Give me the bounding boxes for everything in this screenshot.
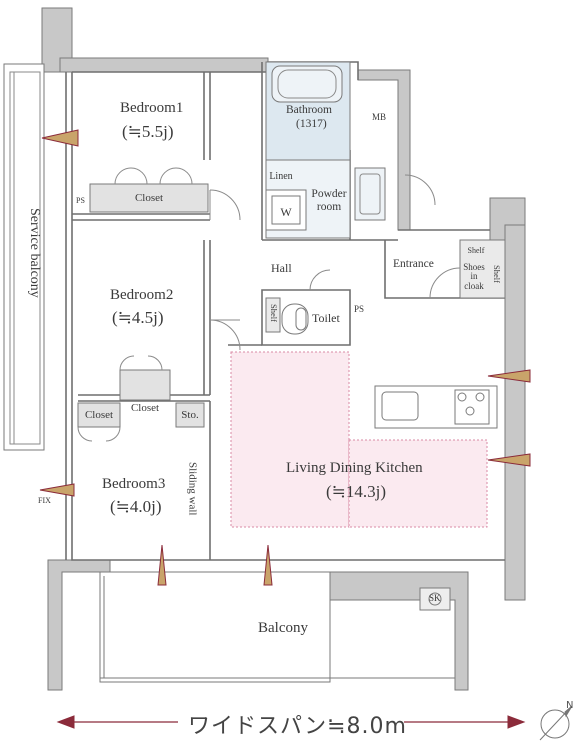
wide-span-label: ワイドスパン≒8.0m: [188, 714, 407, 739]
closet-bedroom1-label: Closet: [134, 192, 164, 204]
sk-label: SK: [429, 593, 441, 603]
entrance-shelf-top-label: Shelf: [467, 245, 485, 255]
linen-label: Linen: [269, 170, 293, 182]
toilet-shelf-label: Shelf: [268, 304, 279, 322]
wide-span-arrow: [56, 715, 526, 729]
ldk-size: (≒14.3j): [326, 482, 387, 501]
mb-label: MB: [372, 112, 387, 122]
toilet-shelf-box: [265, 297, 281, 333]
service-balcony-rails: [9, 71, 41, 445]
toilet-name: Toilet: [312, 311, 340, 325]
powder-room-name: Powder room: [311, 188, 347, 214]
hall-name: Hall: [271, 261, 292, 275]
wall-right: [504, 224, 526, 601]
compass-icon: [539, 705, 573, 741]
closet-bedroom3-label: Closet: [84, 409, 114, 421]
bedroom1-name: Bedroom1: [120, 100, 184, 116]
service-balcony-name: Service balcony: [27, 208, 43, 298]
ldk-name: Living Dining Kitchen: [286, 460, 423, 476]
ps-west-label: PS: [76, 196, 85, 205]
storage-label: Sto.: [181, 409, 199, 421]
fix-window-label: FIX: [38, 496, 51, 505]
kitchen-counter: [374, 385, 498, 429]
shoe-cloak-box: [459, 239, 506, 299]
closets: [77, 183, 506, 428]
wall-left-lower: [47, 559, 111, 691]
closet-bedroom2-label: Closet: [130, 402, 160, 414]
shoes-in-cloak-label: Shoes in cloak: [463, 261, 485, 291]
bathroom-size: (1317): [296, 118, 327, 130]
bedroom2-size: (≒4.5j): [112, 308, 164, 327]
bathroom-area: [265, 61, 386, 239]
balcony-name: Balcony: [258, 620, 308, 636]
bedroom2-name: Bedroom2: [110, 287, 174, 303]
closet-b1-box: [89, 183, 209, 213]
doors: [77, 167, 461, 442]
bedroom1-size: (≒5.5j): [122, 122, 174, 141]
storage-box: [175, 402, 205, 428]
window-marks: [39, 129, 531, 586]
closet-b3-box: [77, 402, 121, 428]
toilet-fixture: [281, 303, 309, 335]
ldk-zones: [230, 351, 488, 528]
entrance-name: Entrance: [393, 258, 434, 270]
wall-top: [59, 57, 269, 73]
sliding-wall-label: Sliding wall: [186, 462, 199, 516]
bedroom3-name: Bedroom3: [102, 476, 166, 492]
closet-b2-box: [119, 369, 171, 401]
compass-north-label: N: [566, 700, 574, 711]
bathroom-name: Bathroom: [286, 104, 332, 116]
entrance-shelf-side-label: Shelf: [491, 265, 502, 283]
balcony: [99, 571, 455, 683]
washer-label: W: [280, 204, 292, 219]
ps-toilet-label: PS: [354, 304, 365, 314]
bedroom3-size: (≒4.0j): [110, 497, 162, 516]
